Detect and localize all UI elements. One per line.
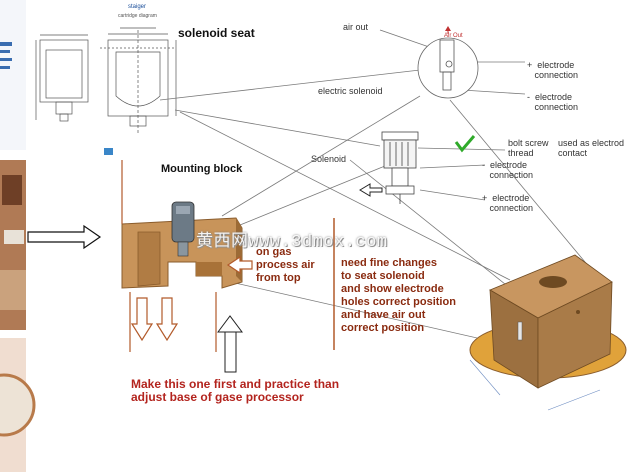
air-out-label: air out	[343, 22, 369, 32]
arrow-left-icon	[359, 183, 383, 197]
arrow-down-icon	[155, 297, 179, 342]
arrow-left-outline-icon	[226, 255, 253, 275]
solenoid-label: Solenoid	[311, 154, 347, 164]
bolt-screw-label: bolt screw thread	[508, 138, 549, 158]
electric-solenoid-label: electric solenoid	[318, 86, 383, 96]
fine-changes-note: need fine changes to seat solenoid and s…	[341, 257, 456, 334]
watermark: 黄西网www.3dmox.com	[196, 233, 388, 252]
3d-cube-model	[469, 254, 627, 411]
arrow-down-icon	[130, 297, 154, 342]
used-as-contact-label: used as electrod contact	[558, 138, 625, 158]
left-document-thumbnail	[0, 0, 26, 150]
drawing-tag	[104, 148, 113, 155]
drawing-brand: staiger	[128, 4, 147, 10]
solenoid-detail-drawing	[381, 131, 419, 204]
electrode-plus-label-2: + electrode connection	[482, 193, 534, 213]
drawing-subtitle: cartridge diagram	[118, 13, 157, 19]
page-title: solenoid seat	[178, 26, 255, 40]
make-first-note: Make this one first and practice than ad…	[131, 377, 340, 404]
air-out-small-label: Air Out	[444, 33, 463, 39]
mounting-block	[121, 201, 243, 289]
checkmark-icon	[454, 135, 476, 153]
arrow-up-icon	[217, 315, 243, 333]
electrode-plus-label-1: + electrode connection	[527, 60, 579, 80]
electrode-minus-label-1: - electrode connection	[527, 92, 579, 112]
on-gas-note: on gas process air from top	[256, 246, 315, 284]
mounting-block-label: Mounting block	[161, 163, 243, 175]
solenoid-detail-circle	[417, 26, 479, 99]
big-arrow-right-icon	[27, 224, 102, 250]
electrode-minus-label-2: - electrode connection	[482, 160, 534, 180]
technical-drawing	[35, 27, 177, 134]
